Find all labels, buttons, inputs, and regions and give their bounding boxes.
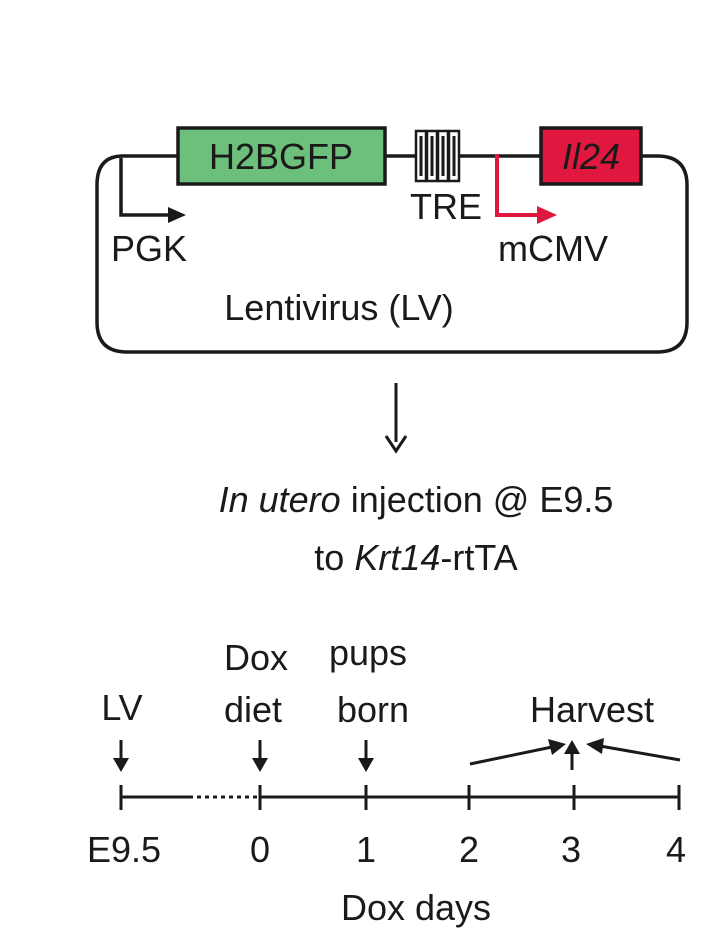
il24-label: Il24 xyxy=(562,136,620,177)
event-dox-label-1: Dox xyxy=(224,637,288,678)
injection-rest-text: injection @ E9.5 xyxy=(341,479,614,520)
krt14-text: Krt14 xyxy=(354,537,440,578)
tick-label-4: 4 xyxy=(666,829,686,870)
mcmv-label: mCMV xyxy=(498,228,608,269)
tre-element xyxy=(414,129,461,183)
event-pups-label-2: born xyxy=(337,689,409,730)
timeline: LV Dox diet pups born Harvest xyxy=(87,632,686,928)
event-harvest-label: Harvest xyxy=(530,689,654,730)
injection-line-1: In utero injection @ E9.5 xyxy=(219,479,614,520)
mcmv-promoter-arrow-icon xyxy=(495,154,557,224)
tick-label-3: 3 xyxy=(561,829,581,870)
tick-label-e95: E9.5 xyxy=(87,829,161,870)
event-lv-label: LV xyxy=(101,687,142,728)
pgk-promoter-arrow-icon xyxy=(119,158,186,223)
vector-outline xyxy=(95,154,689,354)
pgk-label: PGK xyxy=(111,228,187,269)
event-dox-label-2: diet xyxy=(224,689,282,730)
tick-label-2: 2 xyxy=(459,829,479,870)
rtta-text: -rtTA xyxy=(440,537,517,578)
harvest-arrows-icon xyxy=(469,738,681,770)
h2bgfp-label: H2BGFP xyxy=(209,136,353,177)
dox-event-arrow-icon xyxy=(252,740,268,772)
lv-event-arrow-icon xyxy=(113,740,129,772)
event-pups-label-1: pups xyxy=(329,632,407,673)
lentivirus-label: Lentivirus (LV) xyxy=(224,287,453,328)
tre-label: TRE xyxy=(410,186,482,227)
dox-days-axis-label: Dox days xyxy=(341,887,491,928)
tick-label-1: 1 xyxy=(356,829,376,870)
in-utero-text: In utero xyxy=(219,479,341,520)
timeline-ticks xyxy=(119,785,681,810)
pups-event-arrow-icon xyxy=(358,740,374,772)
down-arrow-icon xyxy=(384,383,408,454)
injection-line-2: to Krt14-rtTA xyxy=(314,537,517,578)
il24-box xyxy=(539,126,643,186)
to-text: to xyxy=(314,537,354,578)
lentivirus-construct: H2BGFP TRE Il24 PGK mCMV Lentiv xyxy=(95,126,689,354)
h2bgfp-box xyxy=(176,126,387,186)
tick-label-0: 0 xyxy=(250,829,270,870)
